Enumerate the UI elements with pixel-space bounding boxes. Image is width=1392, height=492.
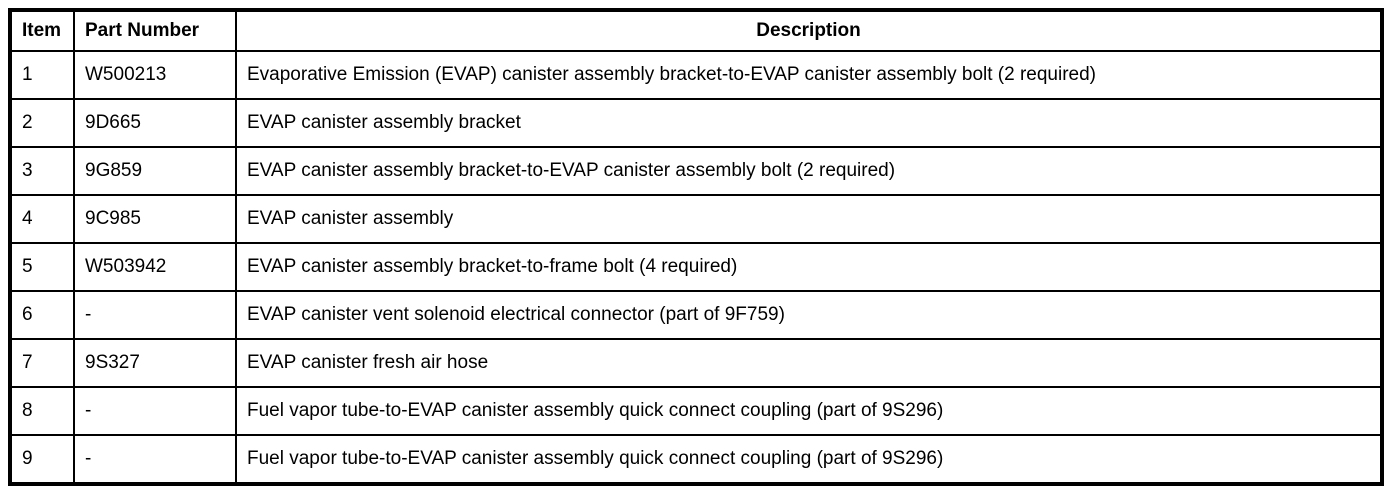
item-cell: 4 bbox=[9, 194, 75, 244]
item-cell: 7 bbox=[9, 338, 75, 388]
table-row: 5 W503942 EVAP canister assembly bracket… bbox=[9, 242, 1383, 292]
column-header-description: Description bbox=[235, 9, 1383, 52]
part-number-cell: W500213 bbox=[73, 50, 237, 100]
table-row: 7 9S327 EVAP canister fresh air hose bbox=[9, 338, 1383, 388]
description-cell: EVAP canister assembly bracket bbox=[235, 98, 1383, 148]
parts-table-body: 1 W500213 Evaporative Emission (EVAP) ca… bbox=[9, 50, 1383, 485]
table-row: 1 W500213 Evaporative Emission (EVAP) ca… bbox=[9, 50, 1383, 100]
part-number-cell: 9D665 bbox=[73, 98, 237, 148]
description-cell: Evaporative Emission (EVAP) canister ass… bbox=[235, 50, 1383, 100]
description-cell: Fuel vapor tube-to-EVAP canister assembl… bbox=[235, 434, 1383, 485]
description-cell: EVAP canister assembly bbox=[235, 194, 1383, 244]
item-cell: 3 bbox=[9, 146, 75, 196]
description-cell: Fuel vapor tube-to-EVAP canister assembl… bbox=[235, 386, 1383, 436]
table-row: 6 - EVAP canister vent solenoid electric… bbox=[9, 290, 1383, 340]
table-row: 4 9C985 EVAP canister assembly bbox=[9, 194, 1383, 244]
part-number-cell: W503942 bbox=[73, 242, 237, 292]
item-cell: 5 bbox=[9, 242, 75, 292]
part-number-cell: 9C985 bbox=[73, 194, 237, 244]
part-number-cell: 9S327 bbox=[73, 338, 237, 388]
header-row: Item Part Number Description bbox=[9, 9, 1383, 52]
parts-table: Item Part Number Description 1 W500213 E… bbox=[8, 8, 1384, 486]
table-row: 8 - Fuel vapor tube-to-EVAP canister ass… bbox=[9, 386, 1383, 436]
item-cell: 1 bbox=[9, 50, 75, 100]
part-number-cell: - bbox=[73, 434, 237, 485]
item-cell: 6 bbox=[9, 290, 75, 340]
description-cell: EVAP canister assembly bracket-to-frame … bbox=[235, 242, 1383, 292]
table-row: 2 9D665 EVAP canister assembly bracket bbox=[9, 98, 1383, 148]
description-cell: EVAP canister fresh air hose bbox=[235, 338, 1383, 388]
table-row: 9 - Fuel vapor tube-to-EVAP canister ass… bbox=[9, 434, 1383, 485]
part-number-cell: - bbox=[73, 290, 237, 340]
description-cell: EVAP canister assembly bracket-to-EVAP c… bbox=[235, 146, 1383, 196]
description-cell: EVAP canister vent solenoid electrical c… bbox=[235, 290, 1383, 340]
column-header-part-number: Part Number bbox=[73, 9, 237, 52]
column-header-item: Item bbox=[9, 9, 75, 52]
part-number-cell: - bbox=[73, 386, 237, 436]
item-cell: 2 bbox=[9, 98, 75, 148]
table-row: 3 9G859 EVAP canister assembly bracket-t… bbox=[9, 146, 1383, 196]
item-cell: 8 bbox=[9, 386, 75, 436]
item-cell: 9 bbox=[9, 434, 75, 485]
part-number-cell: 9G859 bbox=[73, 146, 237, 196]
parts-table-header: Item Part Number Description bbox=[9, 9, 1383, 52]
